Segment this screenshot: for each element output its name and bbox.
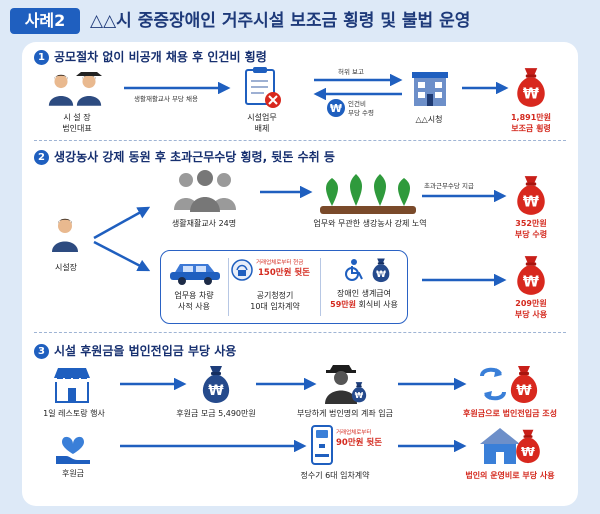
deposit-label: 부당하게 법인명의 계좌 입금 [297,409,393,418]
director-person-icon-2 [52,218,78,252]
transfer-money-bag-icon [480,366,538,403]
car-icon [170,264,220,285]
welfare-money-bag-icon [372,258,390,283]
case-badge: 사례2 [10,8,80,34]
arrow-hire [124,82,231,94]
kickback-small-label: 거래업체로부터 현금 [256,260,304,266]
teachers-label: 생활재활교사 24명 [171,219,237,228]
false-report-label: 허위 보고 [338,68,364,76]
director-label-2: 시설장 [54,263,78,272]
wheelchair-icon [345,259,363,281]
water-kickback-amount: 90만원 뒷돈 [336,438,383,448]
money-bag-icon-2 [517,176,545,215]
city-hall-label: △△시청 [415,115,443,124]
labor-cost-won-icon: ₩ [327,99,345,117]
donation-amount-label: 후원금 모금 5,490만원 [176,409,256,418]
hire-label: 생활재활교사 부당 채용 [134,95,198,103]
svg-text:₩: ₩ [330,102,342,115]
kickback-amount: 150만원 뒷돈 [258,268,310,278]
divider-1 [34,140,566,141]
donation-money-bag-icon [202,366,230,403]
restaurant-label: 1일 레스토랑 행사 [43,409,105,418]
clipboard-icon [245,67,281,108]
money-bag-icon-3 [517,256,545,295]
arrow-misuse [422,274,507,286]
arrow-to-water-purifier [120,440,307,452]
house-money-bag-icon [480,428,540,464]
city-hall-building-icon [412,72,448,106]
arrows-split [93,206,151,272]
water-purifier-icon [311,425,333,465]
director-person-icon [48,72,102,106]
donation-label: 후원금 [61,469,85,478]
arrow-to-embezzle [462,82,509,94]
arrow-to-deposit [256,378,317,390]
arrow-overtime [422,190,507,202]
water-contract-label: 정수기 6대 임차계약 [300,471,370,480]
arrow-false-report [314,74,403,86]
page-title: △△시 중증장애인 거주시설 보조금 횡령 및 불법 운영 [90,11,471,31]
sprout-icon [320,174,416,214]
box-divider-2 [320,258,321,316]
store-icon [54,368,90,403]
divider-2 [34,332,566,333]
farm-label: 업무와 무관한 생강농사 강제 노역 [313,219,427,228]
teachers-group-icon [174,170,236,212]
air-purifier-icon [231,259,253,281]
shady-person-money-icon [325,365,367,404]
arrow-to-result [398,440,467,452]
arrow-to-transfer [398,378,467,390]
arrow-to-donation [120,378,187,390]
section1-title: 1 공모절차 없이 비공개 채용 후 인건비 횡령 [34,48,267,65]
result-label: 법인의 운영비로 부당 사용 [465,471,555,480]
section1-number: 1 [34,50,49,65]
overtime-label: 초과근무수당 지급 [424,182,474,190]
heart-hand-icon [56,436,90,464]
money-bag-icon [517,68,545,107]
box-divider-1 [228,258,229,316]
arrow-to-farm [260,186,313,198]
water-kickback-small: 거래업체로부터 [336,430,372,436]
section1-title-text: 공모절차 없이 비공개 채용 후 인건비 횡령 [54,50,267,64]
arrow-labor-cost [313,88,402,100]
misuse-details-box [160,250,408,324]
transfer-label: 후원금으로 법인전입금 조성 [463,409,557,418]
